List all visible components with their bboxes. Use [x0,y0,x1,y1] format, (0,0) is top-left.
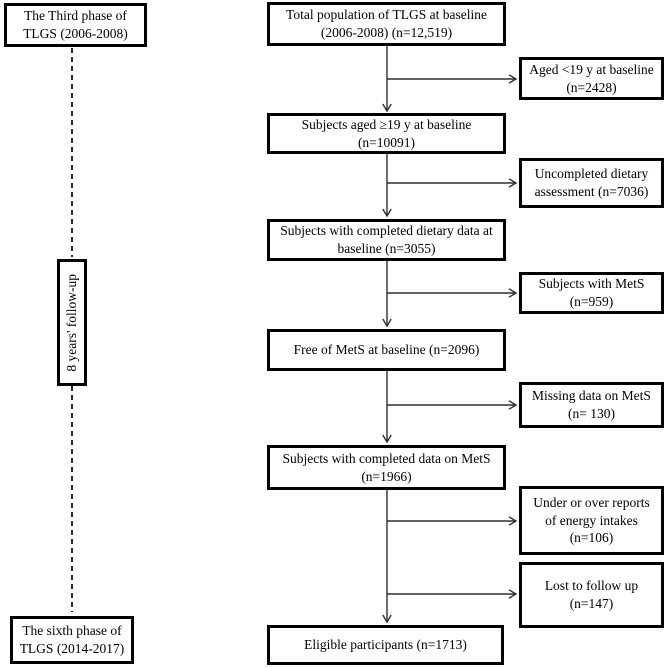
flow-box-completed-mets-data: Subjects with completed data on MetS (n=… [267,445,506,490]
flow-box-eligible: Eligible participants (n=1713) [267,625,504,665]
exclusion-box-aged-lt19-label: Aged <19 y at baseline (n=2428) [529,61,654,95]
timeline-box-sixth-phase: The sixth phase of TLGS (2014-2017) [10,616,134,664]
flow-box-aged-ge19-label: Subjects aged ≥19 y at baseline (n=10091… [301,116,472,150]
timeline-box-followup-label: 8 years' follow-up [64,273,80,372]
exclusion-box-energy-misreport-label: Under or over reports of energy intakes … [533,495,650,546]
exclusion-box-subjects-with-mets: Subjects with MetS (n=959) [519,272,664,314]
flow-box-eligible-label: Eligible participants (n=1713) [304,637,467,653]
flow-box-total-population: Total population of TLGS at baseline (20… [267,2,506,46]
exclusion-box-lost-followup-label: Lost to follow up (n=147) [544,578,639,611]
exclusion-box-uncompleted-dietary: Uncompleted dietary assessment (n=7036) [519,158,664,208]
flow-box-completed-dietary-label: Subjects with completed dietary data at … [280,223,493,256]
exclusion-box-missing-mets-label: Missing data on MetS (n= 130) [532,388,651,421]
exclusion-box-missing-mets: Missing data on MetS (n= 130) [519,382,664,428]
flow-box-completed-dietary: Subjects with completed dietary data at … [267,219,506,261]
flow-box-free-of-mets-label: Free of MetS at baseline (n=2096) [293,342,480,358]
flow-box-free-of-mets: Free of MetS at baseline (n=2096) [267,329,506,371]
flow-box-total-population-label: Total population of TLGS at baseline (20… [286,7,487,40]
timeline-box-sixth-phase-label: The sixth phase of TLGS (2014-2017) [19,623,125,656]
exclusion-box-energy-misreport: Under or over reports of energy intakes … [519,486,664,555]
exclusion-box-subjects-with-mets-label: Subjects with MetS (n=959) [538,276,645,309]
exclusion-box-lost-followup: Lost to follow up (n=147) [519,562,664,628]
timeline-box-third-phase: The Third phase of TLGS (2006-2008) [4,3,147,47]
timeline-box-third-phase-label: The Third phase of TLGS (2006-2008) [23,8,128,41]
exclusion-box-aged-lt19: Aged <19 y at baseline (n=2428) [519,57,664,100]
timeline-box-followup: 8 years' follow-up [57,259,87,386]
flow-box-completed-mets-data-label: Subjects with completed data on MetS (n=… [282,450,491,484]
flow-box-aged-ge19: Subjects aged ≥19 y at baseline (n=10091… [267,113,506,154]
exclusion-box-uncompleted-dietary-label: Uncompleted dietary assessment (n=7036) [534,166,649,199]
